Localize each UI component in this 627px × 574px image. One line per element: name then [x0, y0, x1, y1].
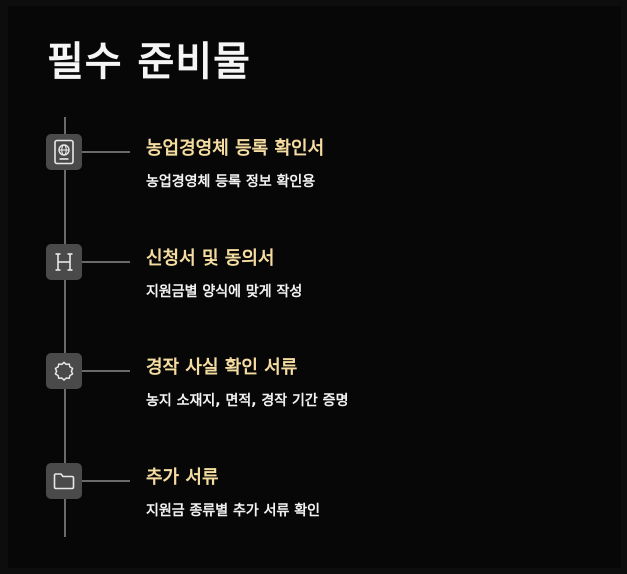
page-title: 필수 준비물	[47, 39, 251, 85]
item-description: 지원금별 양식에 맞게 작성	[146, 284, 303, 300]
timeline-connector	[82, 151, 130, 153]
letter-h-icon	[46, 244, 82, 280]
item-title: 경작 사실 확인 서류	[146, 357, 298, 378]
badge-icon	[46, 353, 82, 389]
checklist-item-farm-registration: 농업경영체 등록 확인서 농업경영체 등록 정보 확인용	[46, 134, 606, 224]
folder-icon	[46, 463, 82, 499]
timeline-connector	[82, 370, 130, 372]
passport-icon	[46, 134, 82, 170]
checklist-item-application-form: 신청서 및 동의서 지원금별 양식에 맞게 작성	[46, 244, 606, 334]
item-title: 신청서 및 동의서	[146, 248, 275, 269]
item-title: 추가 서류	[146, 467, 219, 488]
content-panel	[8, 6, 621, 568]
timeline-connector	[82, 261, 130, 263]
checklist-item-cultivation-proof: 경작 사실 확인 서류 농지 소재지, 면적, 경작 기간 증명	[46, 353, 606, 443]
timeline-connector	[82, 480, 130, 482]
item-title: 농업경영체 등록 확인서	[146, 138, 325, 159]
timeline-line	[64, 117, 66, 537]
checklist-item-additional-docs: 추가 서류 지원금 종류별 추가 서류 확인	[46, 463, 606, 553]
item-description: 농지 소재지, 면적, 경작 기간 증명	[146, 393, 349, 409]
item-description: 농업경영체 등록 정보 확인용	[146, 174, 316, 190]
item-description: 지원금 종류별 추가 서류 확인	[146, 503, 321, 519]
